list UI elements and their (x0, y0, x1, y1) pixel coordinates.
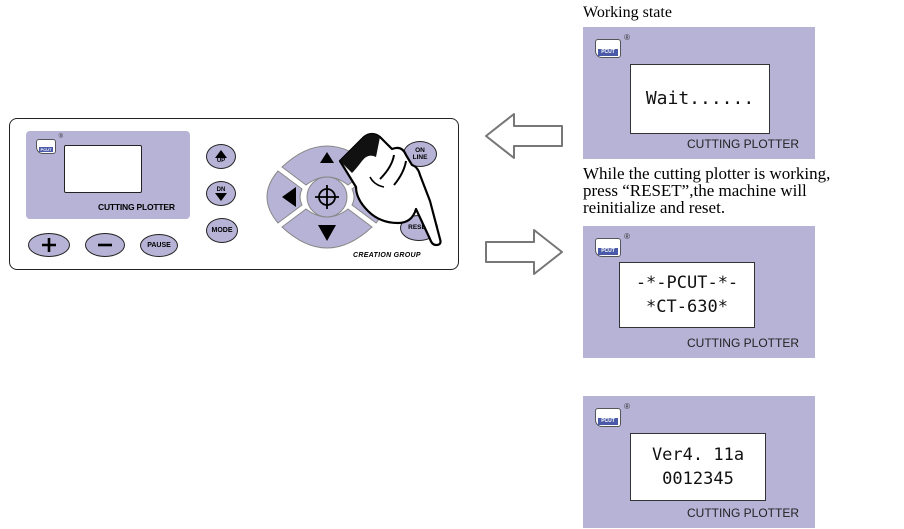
mode-button[interactable]: MODE (206, 218, 238, 243)
lcd-line: Wait...... (645, 88, 755, 109)
instruction-line-1: While the cutting plotter is working, (583, 164, 831, 183)
up-button[interactable]: UP (206, 144, 236, 169)
down-button[interactable]: DN (206, 181, 236, 206)
instruction-line-3: reinitialize and reset. (583, 198, 726, 217)
left-arrow-icon (485, 113, 563, 159)
working-state-heading: Working state (583, 4, 672, 21)
instruction-text: While the cutting plotter is working, pr… (583, 165, 903, 216)
pcut-logo-icon: ® PCUT (595, 402, 630, 427)
crosshair-icon (315, 185, 339, 209)
plus-button[interactable] (28, 233, 70, 257)
control-panel: ® PCUT CUTTING PLOTTER PAUSE UP DN MODE (9, 118, 459, 270)
screen-panel-wait: ® PCUT Wait...... CUTTING PLOTTER (583, 27, 815, 159)
lcd-screen: -*-PCUT-*- *CT-630* (619, 262, 755, 328)
lcd-line: Ver4. 11a (651, 445, 745, 465)
lcd-line: -*-PCUT-*- (635, 273, 739, 293)
lcd-line: *CT-630* (646, 297, 728, 317)
panel-lcd-screen (64, 145, 142, 193)
up-triangle-icon (215, 149, 227, 158)
pcut-logo-icon: ® PCUT (595, 232, 630, 257)
lcd-line: 0012345 (662, 469, 734, 489)
right-arrow-icon (485, 229, 563, 275)
minus-button[interactable] (85, 233, 125, 257)
screen-caption: CUTTING PLOTTER (686, 336, 799, 350)
down-triangle-icon (215, 192, 227, 201)
up-arrow-icon (320, 152, 334, 163)
lcd-screen: Wait...... (630, 64, 770, 134)
minus-icon (98, 243, 112, 247)
left-triangle-icon (282, 187, 296, 207)
online-button[interactable]: ON LINE (403, 141, 437, 167)
plus-icon (42, 238, 56, 252)
brand-label: CREATION GROUP (353, 252, 421, 259)
panel-display-area: ® PCUT CUTTING PLOTTER (26, 131, 190, 219)
pause-button[interactable]: PAUSE (140, 234, 178, 257)
hand-pointer-icon (338, 132, 442, 247)
lcd-screen: Ver4. 11a 0012345 (630, 433, 766, 501)
down-arrow-icon (318, 225, 336, 241)
pcut-logo-icon: ® PCUT (36, 134, 63, 154)
pcut-logo-icon: ® PCUT (595, 33, 630, 58)
screen-panel-model: ® PCUT -*-PCUT-*- *CT-630* CUTTING PLOTT… (583, 226, 815, 358)
screen-caption: CUTTING PLOTTER (686, 506, 799, 520)
instruction-line-2: press “RESET”,the machine will (583, 181, 807, 200)
panel-display-caption: CUTTING PLOTTER (98, 202, 175, 212)
screen-panel-version: ® PCUT Ver4. 11a 0012345 CUTTING PLOTTER (583, 396, 815, 528)
screen-caption: CUTTING PLOTTER (686, 137, 799, 151)
